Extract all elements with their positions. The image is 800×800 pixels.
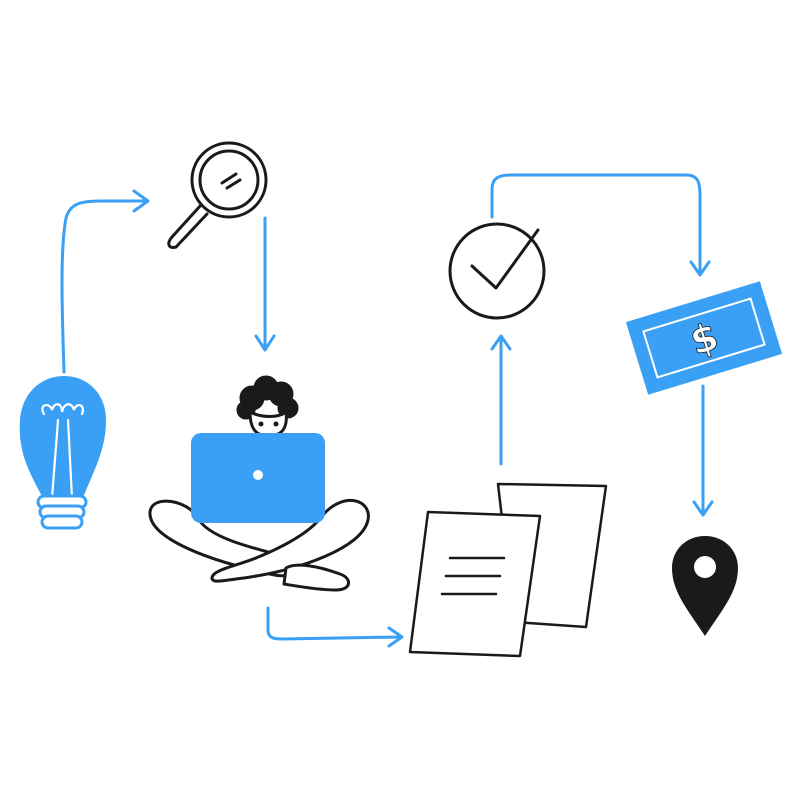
- arrow-payment-to-destination: [692, 384, 714, 517]
- person-left-eye: [258, 421, 264, 427]
- person-right-leg: [210, 498, 370, 583]
- arrow-research-to-work: [254, 216, 276, 352]
- arrow-documents-to-approval: [490, 334, 512, 466]
- person-face: [248, 410, 288, 438]
- documents-icon: [408, 482, 608, 658]
- document-front: [408, 510, 542, 658]
- lightbulb-icon: [19, 376, 107, 530]
- person-hair: [236, 375, 299, 420]
- arrow-idea-to-research: [60, 189, 150, 374]
- arrow-approval-to-payment: [490, 173, 711, 277]
- checkmark-circle-icon: [448, 222, 546, 320]
- flow-arrows: [60, 173, 714, 648]
- money-bill-icon: $: [625, 281, 783, 395]
- person-with-laptop-icon: [148, 375, 370, 592]
- document-lines: [440, 556, 506, 596]
- magnifying-glass-icon: [167, 141, 268, 249]
- person-right-eye: [273, 421, 279, 427]
- laptop-logo: [253, 470, 263, 480]
- location-pin-icon: [672, 536, 738, 636]
- arrow-work-to-documents: [266, 606, 404, 648]
- person-foot: [282, 563, 350, 592]
